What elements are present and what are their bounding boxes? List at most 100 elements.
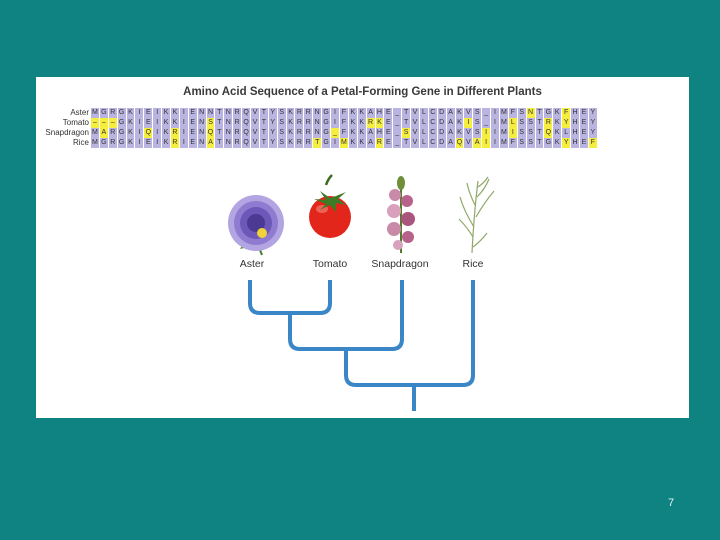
residue-cell: K — [286, 118, 296, 128]
residue-cell: G — [322, 108, 332, 118]
residue-cell-highlighted: R — [366, 118, 376, 128]
residue-cell: C — [428, 118, 438, 128]
phylogenetic-tree — [248, 280, 475, 411]
residue-cell: G — [322, 118, 332, 128]
residue-cell: M — [499, 138, 509, 148]
residue-cell-highlighted: Q — [206, 128, 216, 138]
residue-cell-highlighted: L — [508, 118, 518, 128]
residue-cell: T — [402, 138, 412, 148]
residue-cell: F — [508, 138, 518, 148]
residue-cell-highlighted: S — [206, 118, 216, 128]
residue-cell: K — [553, 128, 563, 138]
residue-cell: R — [233, 118, 243, 128]
residue-cell: N — [197, 128, 207, 138]
residue-cell: T — [402, 118, 412, 128]
residue-cell: R — [304, 138, 314, 148]
residue-cell: A — [366, 108, 376, 118]
residue-cell: E — [188, 128, 198, 138]
residue-cell: E — [188, 118, 198, 128]
snapdragon-image — [387, 176, 415, 253]
residue-cell: Q — [242, 108, 252, 118]
residue-cell-highlighted: Q — [544, 128, 554, 138]
residue-cell: K — [126, 108, 136, 118]
residue-cell: G — [117, 118, 127, 128]
residue-cell: I — [331, 118, 340, 128]
residue-cell: T — [259, 108, 269, 118]
figure-panel: Amino Acid Sequence of a Petal-Forming G… — [36, 77, 689, 418]
residue-cell: H — [375, 128, 385, 138]
residue-cell: E — [144, 118, 154, 128]
page-number: 7 — [668, 497, 675, 509]
residue-cell: Y — [268, 138, 278, 148]
residue-cell-highlighted: T — [313, 138, 323, 148]
residue-cell: L — [419, 118, 429, 128]
residue-cell: G — [99, 108, 109, 118]
residue-cell: I — [179, 118, 189, 128]
residue-cell: A — [446, 118, 456, 128]
residue-cell: N — [313, 118, 323, 128]
residue-cell: E — [384, 118, 394, 128]
residue-cell: I — [153, 108, 163, 118]
residue-cell: T — [535, 128, 545, 138]
residue-cell: T — [259, 118, 269, 128]
residue-cell: N — [197, 138, 207, 148]
residue-cell-highlighted: A — [473, 138, 483, 148]
residue-cell: K — [162, 118, 172, 128]
residue-cell-highlighted: – — [91, 118, 100, 128]
residue-cell: V — [251, 108, 260, 118]
residue-cell: H — [375, 108, 385, 118]
residue-cell: E — [579, 118, 589, 128]
residue-cell: K — [348, 108, 358, 118]
residue-cell-highlighted: A — [206, 138, 216, 148]
residue-cell: K — [553, 108, 563, 118]
residue-cell-highlighted: N — [526, 108, 536, 118]
residue-cell-highlighted: R — [544, 118, 554, 128]
residue-cell: K — [126, 128, 136, 138]
residue-cell: A — [446, 138, 456, 148]
residue-cell: _ — [393, 138, 403, 148]
residue-cell: I — [491, 118, 500, 128]
residue-cell: V — [251, 128, 260, 138]
residue-cell: G — [117, 108, 127, 118]
residue-cell: M — [91, 108, 100, 118]
residue-cell: I — [153, 128, 163, 138]
residue-cell: Q — [242, 138, 252, 148]
residue-cell: S — [526, 138, 536, 148]
residue-cell: I — [179, 138, 189, 148]
residue-cell: K — [171, 108, 180, 118]
residue-cell: G — [544, 138, 554, 148]
residue-cell: I — [491, 128, 500, 138]
residue-cell-highlighted: _ — [331, 128, 340, 138]
residue-cell-highlighted: I — [482, 128, 492, 138]
residue-cell: I — [331, 108, 340, 118]
residue-cell: R — [295, 128, 305, 138]
residue-cell: I — [179, 128, 189, 138]
residue-cell: _ — [482, 118, 492, 128]
residue-cell: G — [322, 138, 332, 148]
residue-cell: S — [277, 138, 287, 148]
residue-cell: T — [259, 138, 269, 148]
residue-cell: S — [526, 128, 536, 138]
residue-cell: R — [295, 108, 305, 118]
residue-cell: I — [135, 138, 145, 148]
residue-cell: K — [455, 128, 465, 138]
residue-cell: K — [286, 128, 296, 138]
residue-cell-highlighted: – — [99, 118, 109, 128]
residue-cell: I — [491, 138, 500, 148]
residue-cell-highlighted: Y — [562, 118, 572, 128]
residue-cell: G — [544, 108, 554, 118]
residue-cell: _ — [393, 128, 403, 138]
residue-cell: K — [348, 128, 358, 138]
residue-cell: S — [277, 118, 287, 128]
residue-cell: F — [508, 108, 518, 118]
residue-cell: V — [464, 128, 474, 138]
residue-cell-highlighted: – — [108, 118, 118, 128]
residue-cell: H — [571, 138, 580, 148]
residue-cell: R — [304, 128, 314, 138]
residue-cell: E — [384, 138, 394, 148]
residue-cell: R — [295, 138, 305, 148]
residue-cell: L — [562, 128, 572, 138]
residue-cell: L — [419, 128, 429, 138]
plant-label-rice: Rice — [462, 258, 484, 270]
residue-cell: I — [491, 108, 500, 118]
